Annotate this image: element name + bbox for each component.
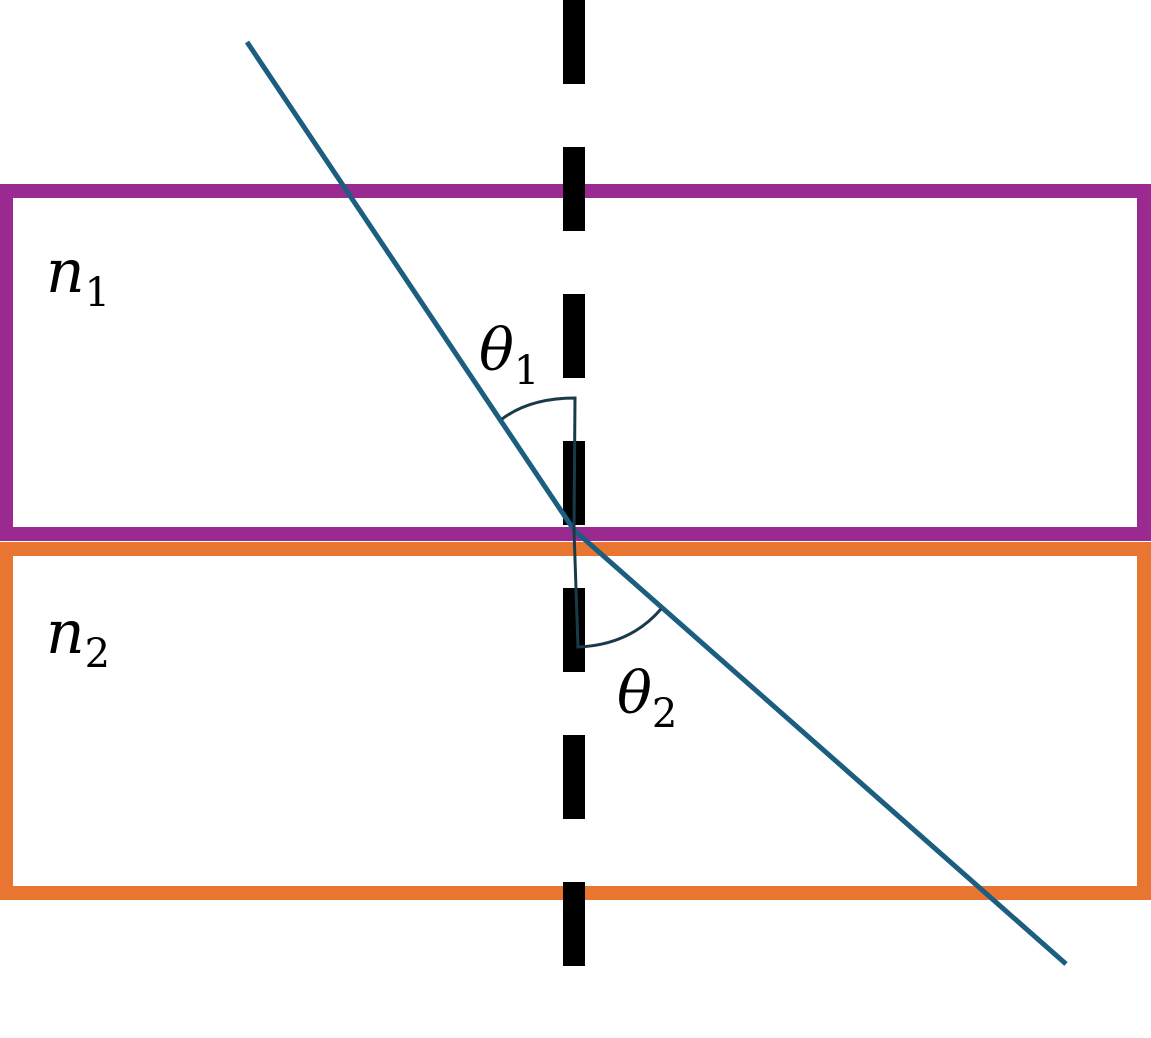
refracted-ray xyxy=(572,528,1068,966)
angle-1-arc xyxy=(501,396,577,531)
angle-2-label: θ2 xyxy=(617,659,677,737)
incident-ray xyxy=(244,40,577,532)
medium-1-label: n1 xyxy=(46,237,110,316)
medium-2-label: n2 xyxy=(46,598,110,677)
angle-1-label: θ1 xyxy=(479,316,539,394)
angle-2-arc xyxy=(572,529,663,649)
